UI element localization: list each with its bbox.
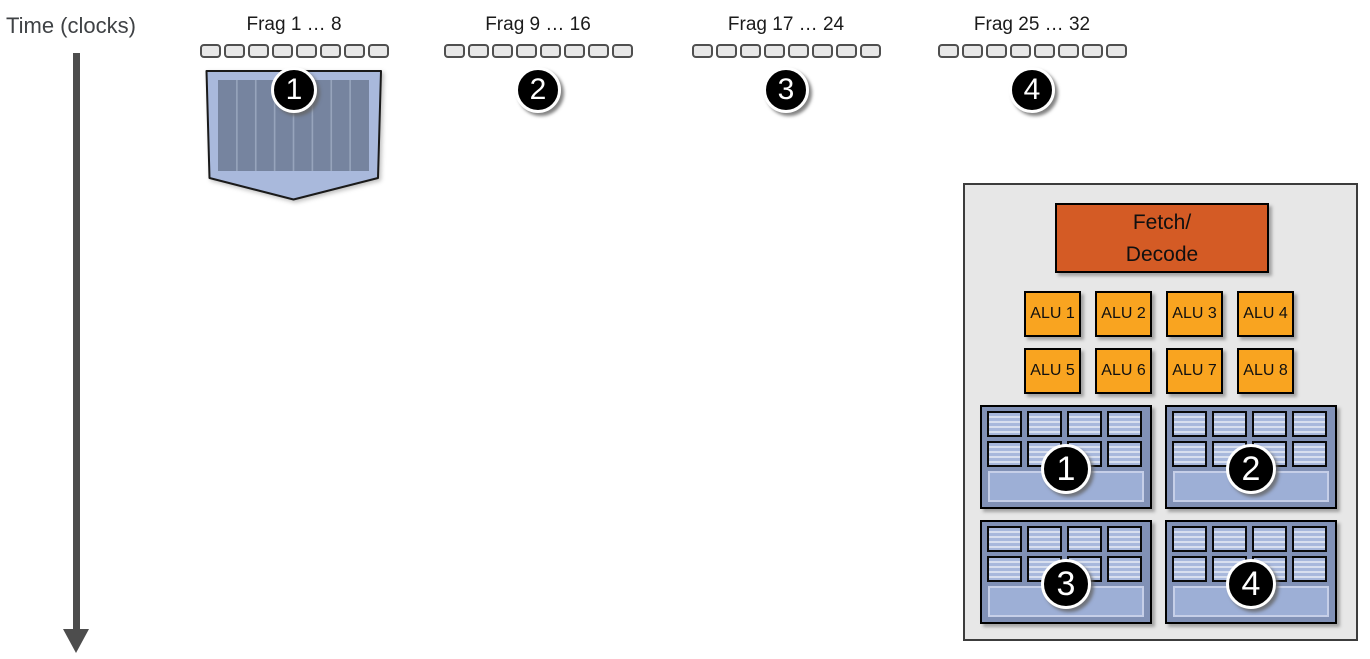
frag-group-label: Frag 17 … 24	[727, 14, 845, 35]
fetch-decode-line1: Fetch/	[1132, 211, 1192, 234]
fetch-decode-unit: Fetch/ Decode	[1055, 203, 1269, 273]
register-tile	[1172, 411, 1207, 437]
register-tile	[1292, 526, 1327, 552]
context-block: 2	[1165, 405, 1337, 509]
register-tile	[1292, 411, 1327, 437]
frag-slot	[343, 44, 365, 58]
frag-badge: 2	[515, 67, 561, 113]
context-badge: 4	[1226, 559, 1276, 609]
frag-slot	[587, 44, 609, 58]
frag-group-label: Frag 25 … 32	[973, 14, 1091, 35]
time-axis-label: Time (clocks)	[6, 13, 136, 38]
frag-slot	[859, 44, 881, 58]
alu-box: ALU 8	[1237, 348, 1294, 394]
fetch-decode-line2: Decode	[1125, 243, 1199, 266]
frag-slot	[1057, 44, 1079, 58]
frag-slot	[295, 44, 317, 58]
frag-slot	[611, 44, 633, 58]
frag-slot-row	[174, 44, 414, 58]
register-tile	[1027, 411, 1062, 437]
frag-group-label: Frag 9 … 16	[485, 14, 591, 35]
frag-group-1: Frag 1 … 8 1	[174, 0, 414, 210]
frag-slot	[271, 44, 293, 58]
frag-slot	[811, 44, 833, 58]
frag-slot	[367, 44, 389, 58]
frag-slot	[715, 44, 737, 58]
register-tile	[1212, 526, 1247, 552]
frag-group-2: Frag 9 … 16 2	[418, 0, 658, 210]
register-tile	[987, 526, 1022, 552]
alu-box: ALU 2	[1095, 291, 1152, 337]
alu-box: ALU 6	[1095, 348, 1152, 394]
register-tile	[1292, 441, 1327, 467]
register-tile	[1067, 526, 1102, 552]
register-tile	[1027, 526, 1062, 552]
register-tile	[1107, 411, 1142, 437]
frag-slot	[563, 44, 585, 58]
alu-box: ALU 5	[1024, 348, 1081, 394]
frag-slot	[985, 44, 1007, 58]
frag-slot	[739, 44, 761, 58]
frag-slot	[491, 44, 513, 58]
frag-slot	[763, 44, 785, 58]
context-badge: 3	[1041, 559, 1091, 609]
context-badge: 2	[1226, 444, 1276, 494]
context-block: 4	[1165, 520, 1337, 624]
frag-group-4: Frag 25 … 32 4	[912, 0, 1152, 210]
frag-slot	[319, 44, 341, 58]
time-arrow-head-icon	[63, 629, 89, 653]
alu-box: ALU 4	[1237, 291, 1294, 337]
alu-box: ALU 3	[1166, 291, 1223, 337]
frag-slot	[247, 44, 269, 58]
time-arrow-shaft	[73, 53, 80, 630]
alu-box: ALU 1	[1024, 291, 1081, 337]
frag-slot	[1009, 44, 1031, 58]
register-tile	[1212, 411, 1247, 437]
frag-badge: 4	[1009, 67, 1055, 113]
frag-slot	[223, 44, 245, 58]
context-badge: 1	[1041, 444, 1091, 494]
register-tile	[987, 441, 1022, 467]
frag-slot	[835, 44, 857, 58]
register-tile	[987, 411, 1022, 437]
register-tile	[1107, 556, 1142, 582]
register-tile	[1252, 526, 1287, 552]
register-tile	[1172, 441, 1207, 467]
frag-slot	[1033, 44, 1055, 58]
register-tile	[1107, 441, 1142, 467]
register-tile	[1067, 411, 1102, 437]
frag-slot	[515, 44, 537, 58]
frag-slot	[1081, 44, 1103, 58]
context-grid: 1 2 3 4	[965, 185, 1356, 639]
frag-slot	[539, 44, 561, 58]
frag-badge: 3	[763, 67, 809, 113]
frag-slot	[787, 44, 809, 58]
register-tile	[1172, 556, 1207, 582]
register-tile	[1252, 411, 1287, 437]
frag-slot	[961, 44, 983, 58]
register-grid	[1172, 526, 1334, 582]
frag-group-label: Frag 1 … 8	[246, 14, 342, 35]
frag-badge: 1	[271, 67, 317, 113]
frag-group-3: Frag 17 … 24 3	[666, 0, 906, 210]
frag-slot-row	[418, 44, 658, 58]
context-block: 3	[980, 520, 1152, 624]
frag-slot	[467, 44, 489, 58]
frag-slot	[937, 44, 959, 58]
register-tile	[1292, 556, 1327, 582]
context-block: 1	[980, 405, 1152, 509]
register-tile	[1107, 526, 1142, 552]
frag-slot-row	[912, 44, 1152, 58]
alu-grid: ALU 1 ALU 2 ALU 3 ALU 4 ALU 5 ALU 6 ALU 7 ALU 8	[965, 185, 1356, 639]
register-tile	[987, 556, 1022, 582]
frag-slot	[691, 44, 713, 58]
frag-slot	[443, 44, 465, 58]
frag-slot	[1105, 44, 1127, 58]
register-tile	[1172, 526, 1207, 552]
alu-box: ALU 7	[1166, 348, 1223, 394]
frag-slot-row	[666, 44, 906, 58]
frag-slot	[199, 44, 221, 58]
